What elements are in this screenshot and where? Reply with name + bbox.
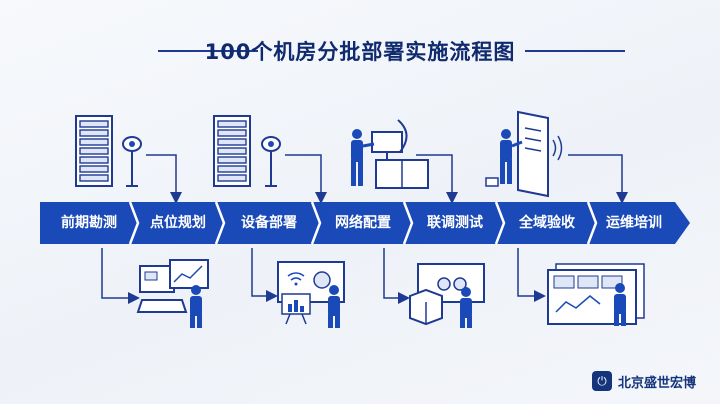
testing-station-icon <box>409 263 485 328</box>
brand: ⏻ 北京盛世宏博 <box>591 370 696 392</box>
engineer-workstation-icon <box>351 119 429 189</box>
title-rule-left <box>158 50 258 52</box>
page-title: 100个机房分批部署实施流程图 <box>204 40 516 64</box>
step-acceptance: 全域验收 <box>519 215 575 231</box>
step-survey: 前期勘测 <box>61 215 117 231</box>
connector-6-bottom <box>517 248 546 302</box>
connector-1-top <box>146 154 182 204</box>
title-rule-right <box>525 50 625 52</box>
connector-5-top <box>416 154 458 204</box>
power-icon: ⏻ <box>591 371 612 391</box>
brand-name: 北京盛世宏博 <box>617 375 696 391</box>
connector-3-top <box>285 154 327 204</box>
step-point-planning: 点位规划 <box>150 215 206 231</box>
dashboard-review-icon <box>547 263 645 326</box>
step-device-deployment: 设备部署 <box>241 215 297 231</box>
network-setup-icon <box>277 261 345 328</box>
sensor-icon <box>261 136 281 187</box>
step-ops-training: 运维培训 <box>606 215 662 231</box>
process-band <box>40 202 675 244</box>
engineer-panel-icon <box>485 110 563 198</box>
step-network-config: 网络配置 <box>335 215 391 231</box>
sensor-icon <box>122 136 142 187</box>
title-row: 100个机房分批部署实施流程图 <box>0 36 720 66</box>
step-integration-test: 联调测试 <box>427 215 483 231</box>
connector-1-bottom <box>101 248 140 304</box>
server-rack-icon <box>213 115 251 187</box>
connector-3-bottom <box>251 248 278 302</box>
computer-station-icon <box>136 259 209 328</box>
connector-4-bottom <box>383 248 410 304</box>
server-rack-icon <box>75 115 113 187</box>
connector-6-top <box>568 154 628 204</box>
